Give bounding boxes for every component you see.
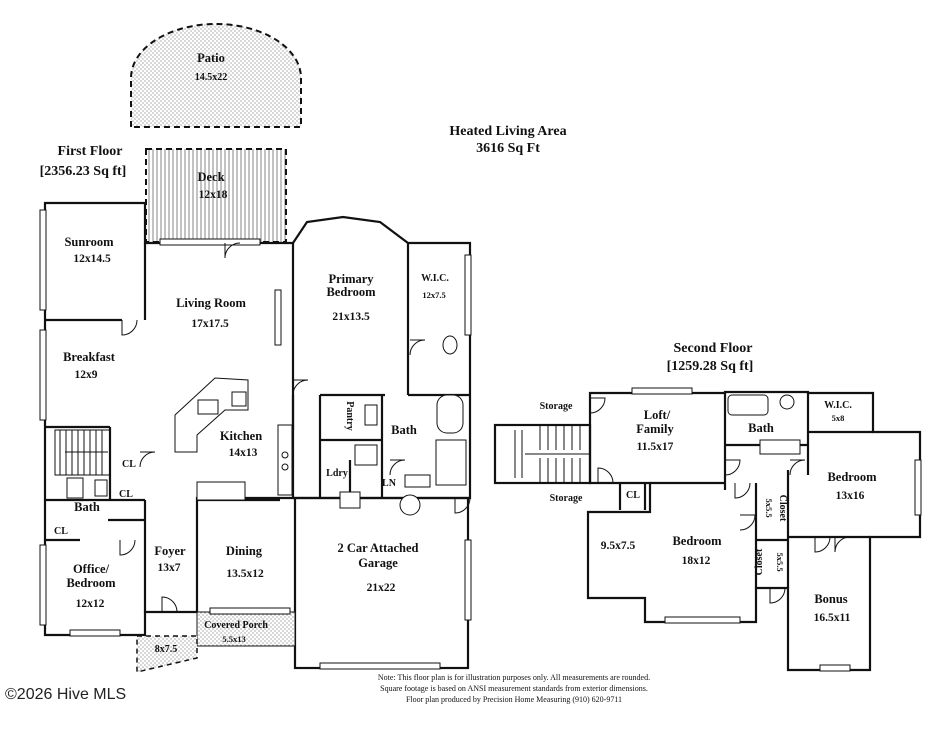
- bath-primary-label: Bath: [391, 423, 417, 437]
- primary-label-2: Bedroom: [326, 285, 376, 299]
- loft-label-1: Loft/: [644, 408, 671, 422]
- bedroom-m-dim: 18x12: [682, 555, 711, 567]
- foyer-dim: 13x7: [158, 562, 181, 574]
- ln-label: LN: [382, 478, 397, 489]
- stoop-area: [136, 635, 198, 673]
- kitchen-label: Kitchen: [220, 429, 262, 443]
- garage-dim: 21x22: [367, 582, 396, 594]
- dining-label: Dining: [226, 544, 263, 558]
- nook-dim: 9.5x7.5: [601, 540, 636, 552]
- bonus-dim: 16.5x11: [814, 612, 851, 624]
- first-floor-area: [2356.23 Sq ft]: [40, 164, 127, 179]
- note-line-2: Square footage is based on ANSI measurem…: [380, 684, 648, 693]
- patio-dim: 14.5x22: [195, 72, 228, 83]
- office-label-1: Office/: [73, 562, 110, 576]
- breakfast-dim: 12x9: [75, 369, 98, 381]
- note-line-1: Note: This floor plan is for illustratio…: [378, 673, 650, 682]
- bath2-label: Bath: [748, 421, 774, 435]
- second-floor: [493, 387, 922, 672]
- wic2-dim: 5x8: [832, 413, 845, 423]
- heated-area-value: 3616 Sq Ft: [476, 141, 540, 156]
- first-floor: [39, 23, 472, 673]
- sunroom-label: Sunroom: [64, 235, 114, 249]
- closet1-label: Closet: [777, 495, 788, 522]
- primary-wing-walls: [292, 215, 472, 500]
- kitchen-dim: 14x13: [229, 447, 258, 459]
- stoop-dim: 8x7.5: [155, 644, 178, 655]
- laundry-label: Ldry: [326, 468, 348, 479]
- foyer-label: Foyer: [154, 544, 186, 558]
- closet1-dim: 5x5.5: [764, 498, 774, 517]
- porch-label: Covered Porch: [204, 620, 268, 631]
- second-floor-walls: [586, 390, 922, 672]
- cl3-label: CL: [54, 526, 68, 537]
- loft-label-2: Family: [636, 422, 674, 436]
- closet2-dim: 5x5.5: [775, 552, 785, 571]
- deck-dim: 12x18: [199, 189, 228, 201]
- primary-label-1: Primary: [328, 272, 374, 286]
- note-line-3: Floor plan produced by Precision Home Me…: [406, 695, 622, 704]
- bedroom-r-dim: 13x16: [836, 490, 865, 502]
- cl4-label: CL: [626, 490, 640, 501]
- watermark: ©2026 Hive MLS: [5, 686, 126, 703]
- stairs-first: [54, 429, 111, 476]
- living-label: Living Room: [176, 296, 246, 310]
- patio-area: [130, 23, 302, 128]
- kitchen-island: [174, 377, 249, 453]
- primary-dim: 21x13.5: [332, 311, 370, 323]
- dining-dim: 13.5x12: [226, 568, 264, 580]
- living-dim: 17x17.5: [191, 318, 229, 330]
- bedroom-r-label: Bedroom: [827, 470, 877, 484]
- first-floor-title: First Floor: [58, 144, 123, 159]
- office-label-2: Bedroom: [66, 576, 116, 590]
- garage-label-2: Garage: [358, 556, 398, 570]
- closet2-label: Closet: [754, 548, 765, 575]
- sunroom-dim: 12x14.5: [73, 253, 111, 265]
- storage2-label: Storage: [550, 493, 583, 504]
- bedroom-m-label: Bedroom: [672, 534, 722, 548]
- office-dim: 12x12: [76, 598, 105, 610]
- wic2-label: W.I.C.: [824, 400, 852, 411]
- labels: Heated Living Area 3616 Sq Ft First Floo…: [5, 51, 877, 704]
- deck-label: Deck: [197, 170, 224, 184]
- breakfast-label: Breakfast: [63, 350, 116, 364]
- storage1-label: Storage: [540, 401, 573, 412]
- pantry-label: Pantry: [344, 401, 355, 430]
- porch-dim: 5.5x13: [222, 634, 245, 644]
- second-floor-area: [1259.28 Sq ft]: [667, 359, 754, 374]
- patio-label: Patio: [197, 51, 225, 65]
- loft-dim: 11.5x17: [637, 441, 674, 453]
- heated-area-heading: Heated Living Area: [449, 124, 566, 139]
- bonus-label: Bonus: [814, 592, 847, 606]
- second-floor-title: Second Floor: [674, 341, 753, 356]
- cl1-label: CL: [122, 459, 136, 470]
- garage-label-1: 2 Car Attached: [337, 541, 418, 555]
- bath1-label: Bath: [74, 500, 100, 514]
- wic1-dim: 12x7.5: [422, 290, 445, 300]
- cl2-label: CL: [119, 489, 133, 500]
- wic1-label: W.I.C.: [421, 273, 449, 284]
